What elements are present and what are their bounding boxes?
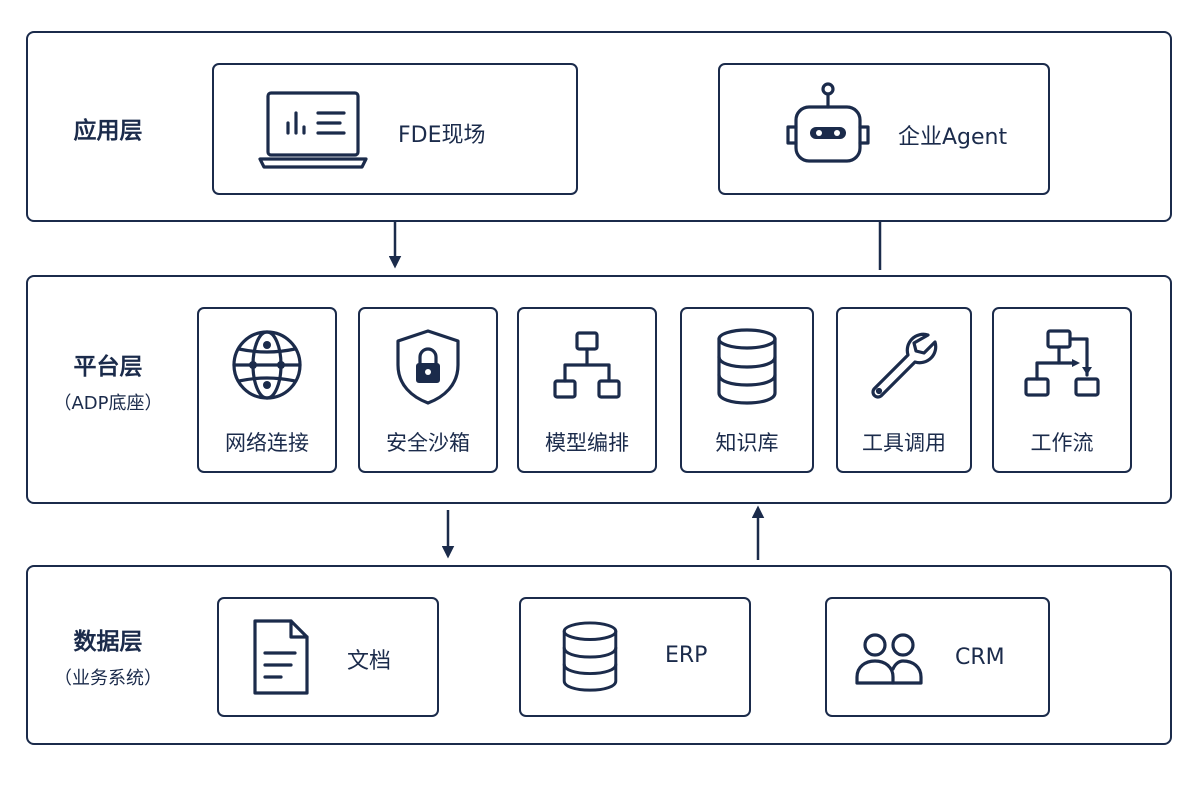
fde-label: FDE现场 bbox=[398, 123, 486, 148]
users-icon bbox=[855, 633, 923, 685]
database-icon bbox=[717, 328, 777, 405]
source-erp: ERP bbox=[519, 597, 751, 717]
document-icon bbox=[253, 619, 309, 695]
source-documents: 文档 bbox=[217, 597, 439, 717]
module-label: 工具调用 bbox=[862, 431, 946, 455]
module-workflow: 工作流 bbox=[992, 307, 1132, 473]
shield-lock-icon bbox=[396, 329, 460, 405]
layer-title-text: 数据层 bbox=[73, 629, 143, 655]
application-layer: 应用层 FDE现场 企业Agent bbox=[26, 31, 1172, 222]
module-network: 网络连接 bbox=[197, 307, 337, 473]
source-crm: CRM bbox=[825, 597, 1050, 717]
module-sandbox: 安全沙箱 bbox=[358, 307, 498, 473]
module-orchestration: 模型编排 bbox=[517, 307, 657, 473]
layer-subtitle: （业务系统） bbox=[54, 668, 162, 689]
module-tools: 工具调用 bbox=[836, 307, 972, 473]
layer-title-text: 平台层 bbox=[73, 354, 143, 380]
globe-icon bbox=[232, 330, 302, 400]
module-label: 工作流 bbox=[1030, 431, 1094, 455]
robot-icon bbox=[786, 82, 870, 163]
fde-box: FDE现场 bbox=[212, 63, 578, 195]
hierarchy-icon bbox=[553, 331, 621, 399]
database-icon bbox=[562, 621, 618, 692]
platform-layer: 平台层 （ADP底座） 网络连接 安全沙箱 模型编排 bbox=[26, 275, 1172, 504]
module-label: 知识库 bbox=[715, 431, 779, 455]
data-layer: 数据层 （业务系统） 文档 ERP CRM bbox=[26, 565, 1172, 745]
layer-title: 平台层 （ADP底座） bbox=[42, 347, 174, 415]
agent-label: 企业Agent bbox=[898, 125, 1008, 150]
module-label: 安全沙箱 bbox=[386, 431, 470, 455]
source-label: 文档 bbox=[347, 649, 392, 674]
workflow-icon bbox=[1024, 329, 1100, 397]
module-label: 网络连接 bbox=[225, 431, 309, 455]
agent-box: 企业Agent bbox=[718, 63, 1050, 195]
wrench-icon bbox=[871, 332, 938, 399]
source-label: ERP bbox=[665, 643, 708, 668]
source-label: CRM bbox=[955, 645, 1005, 670]
layer-title: 数据层 （业务系统） bbox=[42, 622, 174, 690]
module-label: 模型编排 bbox=[545, 431, 629, 455]
layer-subtitle: （ADP底座） bbox=[53, 393, 163, 414]
layer-title: 应用层 bbox=[73, 118, 143, 144]
module-knowledge-base: 知识库 bbox=[680, 307, 814, 473]
laptop-chart-icon bbox=[258, 91, 368, 169]
